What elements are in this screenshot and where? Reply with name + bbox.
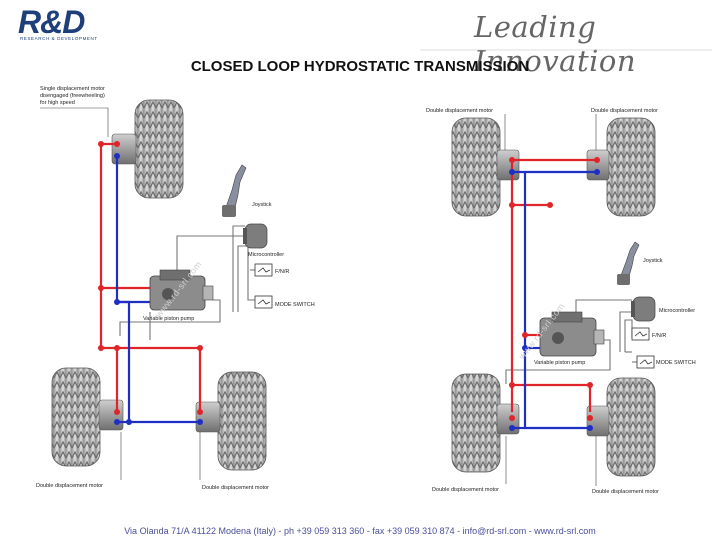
right-mode-switch <box>636 355 655 369</box>
right-fnr-switch <box>631 327 650 341</box>
right-joystick-icon <box>617 241 640 285</box>
left-rear-right-wheel <box>195 371 267 471</box>
right-front-right-motor-label: Double displacement motor <box>591 108 658 114</box>
left-front-motor-label-3: for high speed <box>40 100 75 106</box>
left-connection-dots <box>98 141 203 425</box>
right-fnr-label: F/N/R <box>652 333 666 339</box>
left-fnr-switch <box>254 263 273 277</box>
left-fnr-label: F/N/R <box>275 269 289 275</box>
left-microcontroller-label: Microcontroller <box>248 252 284 258</box>
footer-contact: Via Olanda 71/A 41122 Modena (Italy) - p… <box>124 526 596 536</box>
left-joystick-icon <box>222 164 247 217</box>
tagline: Leading Innovation <box>474 10 637 78</box>
left-front-motor-label-2: disengaged (freewheeling) <box>40 93 105 99</box>
left-pump-label: Variable piston pump <box>143 316 194 322</box>
right-front-right-wheel <box>586 117 656 217</box>
left-mode-switch-label: MODE SWITCH <box>275 302 315 308</box>
logo-subtitle: RESEARCH & DEVELOPMENT <box>20 36 98 41</box>
right-rear-left-motor-label: Double displacement motor <box>432 487 499 493</box>
right-variable-piston-pump <box>539 311 605 357</box>
right-leader-lines <box>504 114 597 486</box>
left-variable-piston-pump <box>149 269 214 311</box>
left-rear-left-wheel <box>51 367 124 467</box>
left-rear-left-motor-label: Double displacement motor <box>36 483 103 489</box>
logo-text: R&D <box>18 4 85 40</box>
left-rear-right-motor-label: Double displacement motor <box>202 485 269 491</box>
right-rear-left-wheel <box>451 373 520 473</box>
page-title: CLOSED LOOP HYDROSTATIC TRANSMISSION <box>190 58 530 75</box>
left-joystick-label: Joystick <box>252 202 272 208</box>
right-front-left-wheel <box>451 117 520 217</box>
right-rear-right-motor-label: Double displacement motor <box>592 489 659 495</box>
right-rear-right-wheel <box>586 377 656 477</box>
left-microcontroller <box>243 223 268 249</box>
right-microcontroller <box>631 296 656 322</box>
left-front-motor-label-1: Single displacement motor <box>40 86 105 92</box>
left-mode-switch <box>254 295 273 309</box>
right-mode-switch-label: MODE SWITCH <box>656 360 696 366</box>
left-front-wheel <box>111 99 184 199</box>
right-front-left-motor-label: Double displacement motor <box>426 108 493 114</box>
right-connection-dots <box>509 157 600 431</box>
right-pump-label: Variable piston pump <box>534 360 585 366</box>
right-joystick-label: Joystick <box>643 258 663 264</box>
left-leader-lines <box>40 107 201 480</box>
right-microcontroller-label: Microcontroller <box>659 308 695 314</box>
